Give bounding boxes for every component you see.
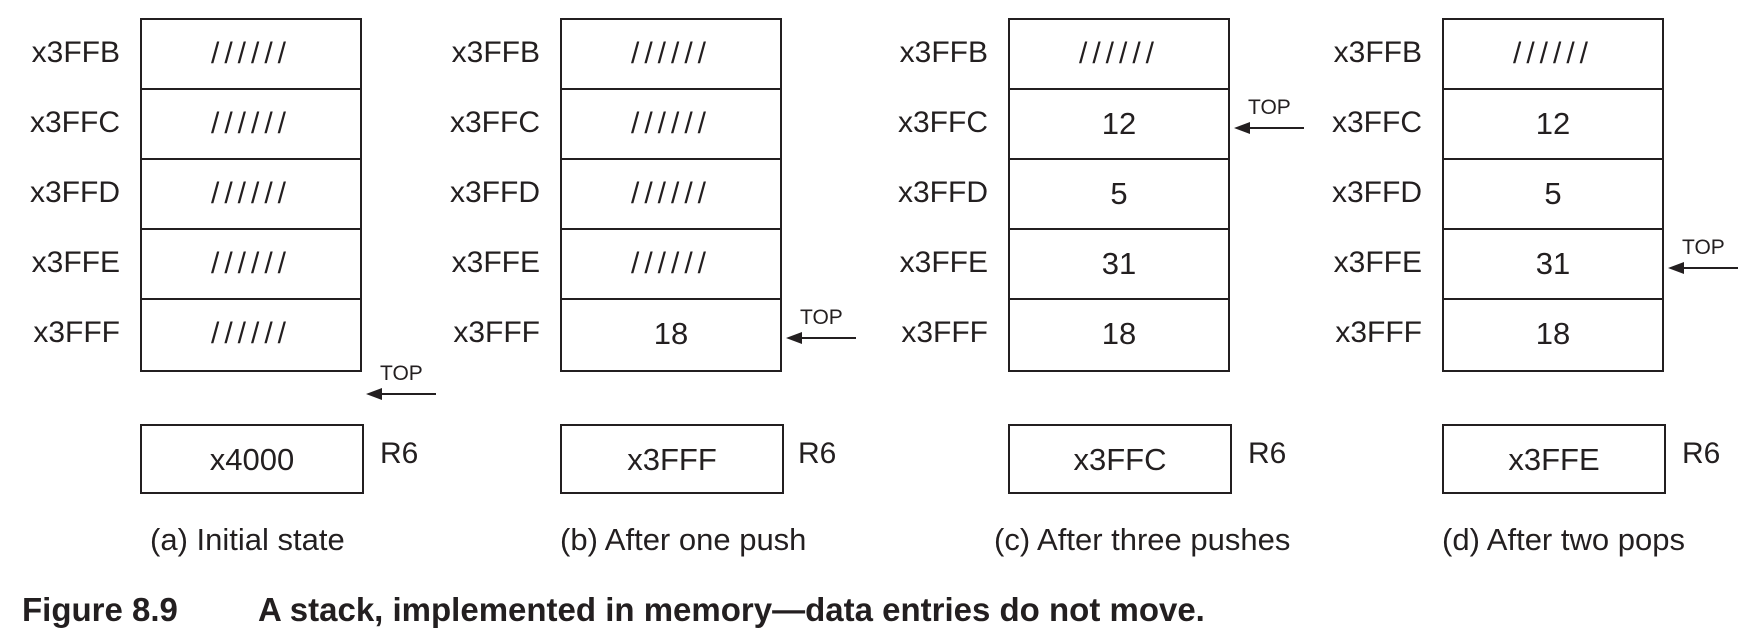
- stack-cell: 31: [1010, 230, 1228, 300]
- top-label: TOP: [1248, 96, 1291, 119]
- stack-cell: //////: [142, 230, 360, 300]
- address-label: x3FFF: [1335, 316, 1422, 349]
- register-box: x3FFF: [560, 424, 784, 494]
- address-label: x3FFE: [899, 246, 988, 279]
- address-label: x3FFF: [901, 316, 988, 349]
- stack-cell: //////: [142, 160, 360, 230]
- register-name: R6: [1682, 437, 1721, 470]
- address-label: x3FFF: [33, 316, 120, 349]
- memory-stack: ////// 12 5 31 18: [1442, 18, 1664, 372]
- top-pointer: TOP: [1234, 96, 1324, 146]
- top-arrow-icon: [366, 388, 436, 400]
- top-label: TOP: [1682, 236, 1725, 259]
- panel-caption: (c) After three pushes: [994, 522, 1291, 557]
- stack-cell: //////: [142, 20, 360, 90]
- address-label: x3FFE: [1333, 246, 1422, 279]
- stack-cell: 18: [1101, 316, 1137, 351]
- memory-stack: ////// ////// ////// ////// 18: [560, 18, 782, 372]
- address-label: x3FFB: [1333, 36, 1422, 69]
- memory-stack: ////// 12 5 31 18: [1008, 18, 1230, 372]
- address-label: x3FFC: [30, 106, 120, 139]
- top-label: TOP: [380, 362, 423, 385]
- stack-cell: //////: [142, 90, 360, 160]
- stack-cell: 31: [1444, 230, 1662, 300]
- stack-cell: //////: [562, 230, 780, 300]
- address-label: x3FFF: [453, 316, 540, 349]
- address-label: x3FFC: [1332, 106, 1422, 139]
- address-label: x3FFB: [451, 36, 540, 69]
- top-arrow-icon: [1234, 122, 1304, 134]
- address-label: x3FFB: [31, 36, 120, 69]
- top-pointer: TOP: [366, 362, 456, 412]
- address-label: x3FFD: [30, 176, 120, 209]
- address-label: x3FFD: [1332, 176, 1422, 209]
- top-arrow-icon: [786, 332, 856, 344]
- top-arrow-icon: [1668, 262, 1738, 274]
- address-label: x3FFD: [450, 176, 540, 209]
- memory-stack: ////// ////// ////// ////// //////: [140, 18, 362, 372]
- address-label: x3FFE: [31, 246, 120, 279]
- stack-cell: 18: [653, 316, 689, 351]
- top-label: TOP: [800, 306, 843, 329]
- panel-after-one-push: x3FFB x3FFC x3FFD x3FFE x3FFF ////// ///…: [420, 0, 860, 560]
- address-label: x3FFB: [899, 36, 988, 69]
- stack-cell: //////: [1444, 20, 1662, 90]
- panel-caption: (d) After two pops: [1442, 522, 1685, 557]
- address-label: x3FFE: [451, 246, 540, 279]
- register-box: x3FFE: [1442, 424, 1666, 494]
- stack-cell: 5: [1010, 160, 1228, 230]
- address-label: x3FFC: [898, 106, 988, 139]
- stack-cell: //////: [210, 317, 291, 350]
- stack-cell: 12: [1444, 90, 1662, 160]
- register-name: R6: [1248, 437, 1287, 470]
- panel-after-two-pops: x3FFB x3FFC x3FFD x3FFE x3FFF ////// 12 …: [1302, 0, 1750, 560]
- register-box: x3FFC: [1008, 424, 1232, 494]
- stack-cell: 5: [1444, 160, 1662, 230]
- stack-cell: 12: [1010, 90, 1228, 160]
- register-box: x4000: [140, 424, 364, 494]
- register-name: R6: [798, 437, 837, 470]
- panel-caption: (b) After one push: [560, 522, 807, 557]
- stack-cell: 18: [1535, 316, 1571, 351]
- top-pointer: TOP: [1668, 236, 1750, 286]
- top-pointer: TOP: [786, 306, 876, 356]
- panel-caption: (a) Initial state: [150, 522, 345, 557]
- stack-cell: //////: [1010, 20, 1228, 90]
- register-name: R6: [380, 437, 419, 470]
- stack-cell: //////: [562, 160, 780, 230]
- figure-number: Figure 8.9: [22, 591, 178, 628]
- panel-initial-state: x3FFB x3FFC x3FFD x3FFE x3FFF ////// ///…: [0, 0, 440, 560]
- address-label: x3FFC: [450, 106, 540, 139]
- panel-after-three-pushes: x3FFB x3FFC x3FFD x3FFE x3FFF ////// 12 …: [868, 0, 1308, 560]
- stack-cell: //////: [562, 20, 780, 90]
- figure-caption: Figure 8.9 A stack, implemented in memory…: [22, 588, 1205, 632]
- figure-title: A stack, implemented in memory—data entr…: [258, 591, 1205, 628]
- address-label: x3FFD: [898, 176, 988, 209]
- stack-cell: //////: [562, 90, 780, 160]
